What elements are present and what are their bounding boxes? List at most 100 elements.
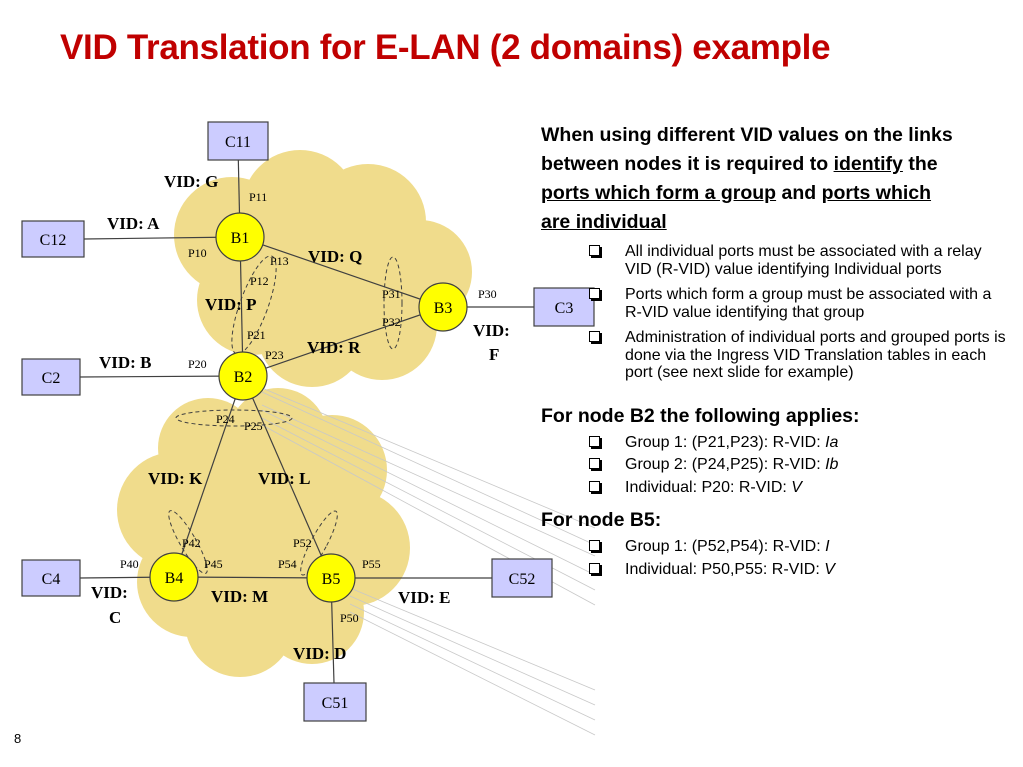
port-p24-label: P24 xyxy=(216,412,235,426)
vid-g-label: VID: G xyxy=(164,172,218,191)
port-p40-label: P40 xyxy=(120,557,139,571)
list-item: Group 1: (P21,P23): R-VID: Ia xyxy=(541,434,1011,452)
intro-text-2: the xyxy=(902,153,938,175)
text-panel: When using different VID values on the l… xyxy=(541,121,1011,583)
checkbox-bullet-icon xyxy=(589,458,600,469)
port-p12-label: P12 xyxy=(250,274,269,288)
item-prefix: Group 1: (P52,P54): R-VID: xyxy=(625,538,826,555)
vid-l-label: VID: L xyxy=(258,469,310,488)
port-labels: P11 P10 P13 P12 P31 P30 P32 P21 P23 P20 … xyxy=(120,190,497,625)
node-b5-label: B5 xyxy=(322,571,341,588)
vid-r-label: VID: R xyxy=(307,338,361,357)
vid-c-label-line2: C xyxy=(109,608,121,627)
b5-section-list: Group 1: (P52,P54): R-VID: I Individual:… xyxy=(541,538,1011,578)
port-p20-label: P20 xyxy=(188,357,207,371)
item-prefix: Group 1: (P21,P23): R-VID: xyxy=(625,433,826,451)
item-prefix: Individual: P50,P55: R-VID: xyxy=(625,560,825,578)
port-p31-label: P31 xyxy=(382,287,401,301)
vid-a-label: VID: A xyxy=(107,214,160,233)
node-b4: B4 xyxy=(149,552,199,602)
vid-c-label-line1: VID: xyxy=(91,583,128,602)
vid-e-label: VID: E xyxy=(398,588,450,607)
node-b1: B1 xyxy=(215,212,265,262)
slide-title: VID Translation for E-LAN (2 domains) ex… xyxy=(60,28,831,67)
port-p30-label: P30 xyxy=(478,287,497,301)
item-prefix: Group 2: (P24,P25): R-VID: xyxy=(625,456,826,473)
client-c11-label: C11 xyxy=(225,134,251,151)
vid-k-label: VID: K xyxy=(148,469,203,488)
checkbox-bullet-icon xyxy=(589,562,600,574)
list-item: Individual: P20: R-VID: V xyxy=(541,479,1011,497)
client-c12-label: C12 xyxy=(40,232,67,249)
port-p45-label: P45 xyxy=(204,557,223,571)
list-item: Administration of individual ports and g… xyxy=(541,329,1011,382)
vid-d-label: VID: D xyxy=(293,644,346,663)
intro-underline-individual-ports: ports which are individual xyxy=(541,182,932,233)
port-p11-label: P11 xyxy=(249,190,267,204)
intro-bullet-list: All individual ports must be associated … xyxy=(541,243,1011,382)
port-p25-label: P25 xyxy=(244,419,263,433)
vid-p-label: VID: P xyxy=(205,295,256,314)
client-c4-label: C4 xyxy=(42,571,61,588)
port-p21-label: P21 xyxy=(247,328,266,342)
port-p42-label: P42 xyxy=(182,536,201,550)
list-item: All individual ports must be associated … xyxy=(541,243,1011,278)
checkbox-bullet-icon xyxy=(589,245,600,256)
port-p52-label: P52 xyxy=(293,536,312,550)
vid-f-label-line2: F xyxy=(489,345,499,364)
intro-underline-group-ports: ports which form a group xyxy=(541,182,777,204)
rvid-value: V xyxy=(791,478,802,496)
client-c2-label: C2 xyxy=(42,370,61,387)
port-p55-label: P55 xyxy=(362,557,381,571)
slide-number: 8 xyxy=(14,731,22,746)
cloud-domain-2 xyxy=(117,388,410,677)
rvid-value: Ib xyxy=(825,456,839,473)
client-c11: C11 xyxy=(207,121,269,161)
cloud-domain-1 xyxy=(174,150,472,387)
client-c4: C4 xyxy=(21,559,81,597)
vid-f-label-line1: VID: xyxy=(473,321,510,340)
client-c3-label: C3 xyxy=(555,300,574,317)
port-p10-label: P10 xyxy=(188,246,207,260)
bullet-text: Administration of individual ports and g… xyxy=(625,329,1006,381)
intro-underline-identify: identify xyxy=(833,153,903,175)
checkbox-bullet-icon xyxy=(589,435,600,447)
port-p50-label: P50 xyxy=(340,611,359,625)
bullet-text: Ports which form a group must be associa… xyxy=(625,286,992,321)
list-item: Group 2: (P24,P25): R-VID: Ib xyxy=(541,456,1011,474)
rvid-value: I xyxy=(825,538,830,555)
port-p54-label: P54 xyxy=(278,557,297,571)
node-b5: B5 xyxy=(306,553,356,603)
b2-section-list: Group 1: (P21,P23): R-VID: Ia Group 2: (… xyxy=(541,434,1011,497)
item-prefix: Individual: P20: R-VID: xyxy=(625,478,792,496)
bullet-text: All individual ports must be associated … xyxy=(625,243,982,278)
client-c12: C12 xyxy=(21,220,85,258)
node-b2-label: B2 xyxy=(234,369,253,386)
node-b2: B2 xyxy=(218,351,268,401)
client-c3: C3 xyxy=(533,287,595,327)
client-c52-label: C52 xyxy=(509,571,536,588)
intro-text-3: and xyxy=(776,182,822,204)
node-b4-label: B4 xyxy=(165,570,184,587)
vid-m-label: VID: M xyxy=(211,587,268,606)
port-p23-label: P23 xyxy=(265,348,284,362)
client-c51-label: C51 xyxy=(322,695,349,712)
vid-b-label: VID: B xyxy=(99,353,151,372)
vid-labels: VID: G VID: A VID: Q VID: P VID: R VID: … xyxy=(91,172,510,663)
intro-text-1: When using different VID values on the l… xyxy=(541,124,953,175)
port-p32-label: P32 xyxy=(382,315,401,329)
node-b1-label: B1 xyxy=(231,230,250,247)
list-item: Ports which form a group must be associa… xyxy=(541,286,1011,321)
checkbox-bullet-icon xyxy=(589,480,600,492)
client-c52: C52 xyxy=(491,558,553,598)
checkbox-bullet-icon xyxy=(589,288,600,299)
reference-lines xyxy=(261,387,596,736)
rvid-value: Ia xyxy=(825,433,839,451)
rvid-value: V xyxy=(824,560,835,578)
list-item: Group 1: (P52,P54): R-VID: I xyxy=(541,538,1011,556)
vid-q-label: VID: Q xyxy=(308,247,362,266)
b2-section-heading: For node B2 the following applies: xyxy=(541,404,860,427)
checkbox-bullet-icon xyxy=(589,331,600,342)
node-b3-label: B3 xyxy=(434,300,453,317)
